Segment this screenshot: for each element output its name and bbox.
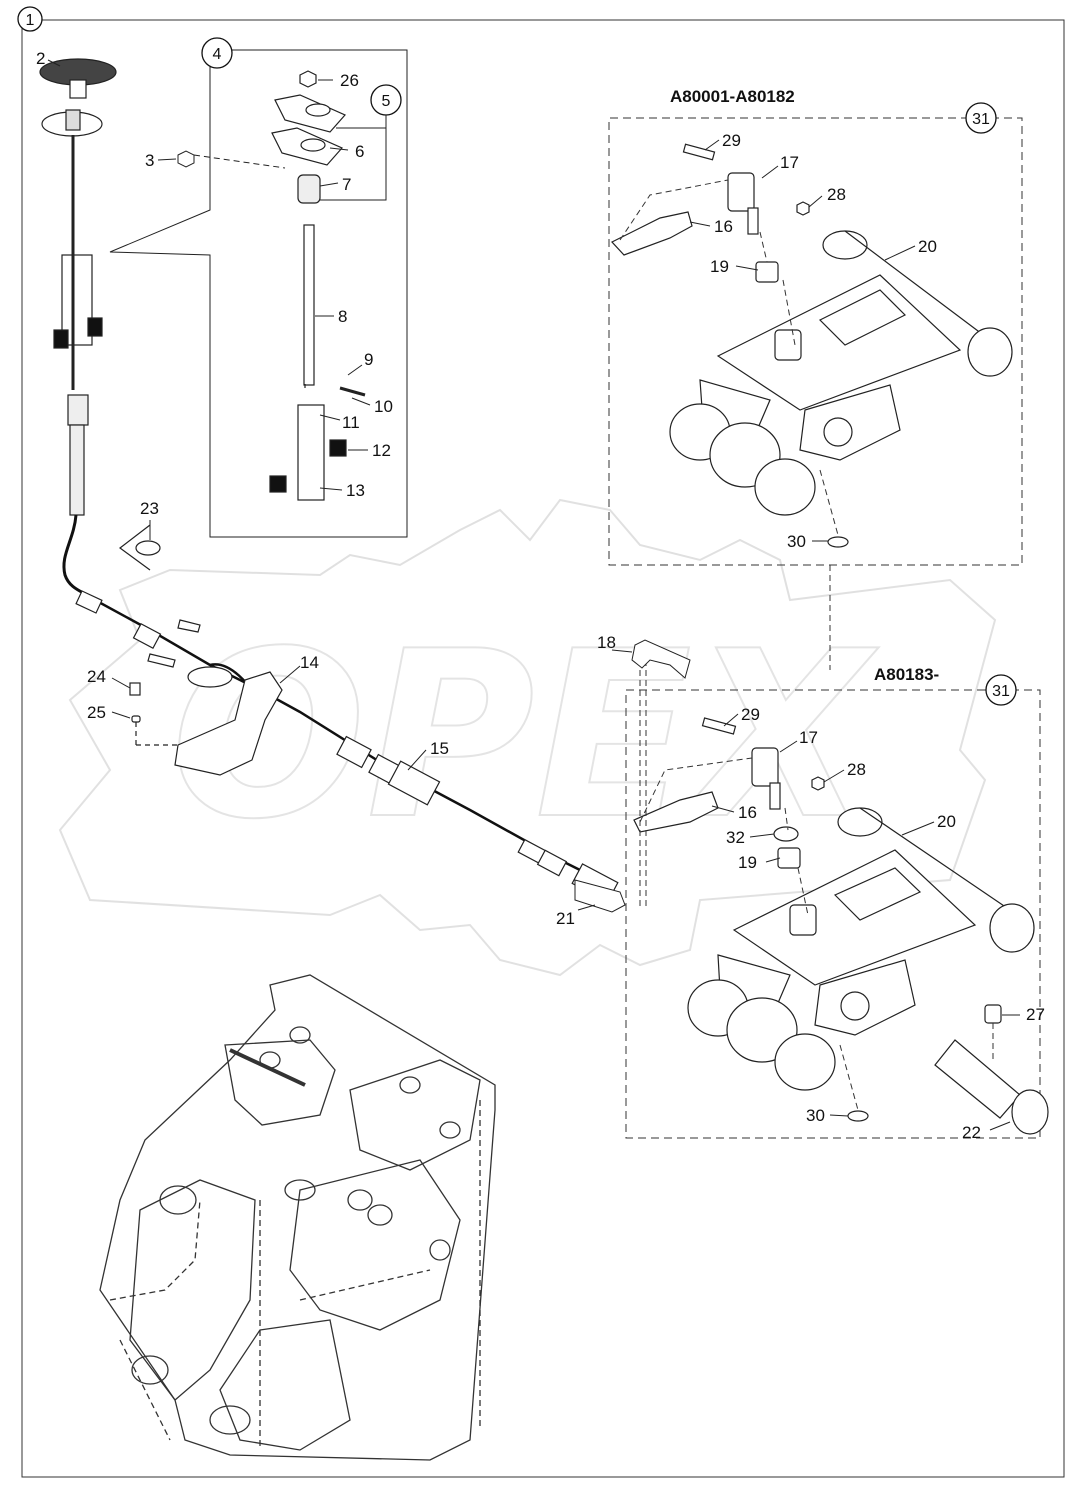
label-30-old: 30: [787, 532, 806, 551]
label-30-new: 30: [806, 1106, 825, 1125]
group-4-bracket: [109, 49, 408, 538]
label-29-new: 29: [741, 705, 760, 724]
label-6: 6: [355, 142, 364, 161]
diagram-frame: [21, 19, 1065, 1478]
assembly-old-dashed: [619, 179, 839, 670]
label-23: 23: [140, 499, 159, 518]
callout-31-new: 31: [985, 674, 1017, 706]
label-20-old: 20: [918, 237, 937, 256]
callout-31-old: 31: [965, 102, 997, 134]
svg-text:31: 31: [972, 111, 990, 128]
label-22: 22: [962, 1123, 981, 1142]
watermark-text: OPEX: [171, 603, 879, 870]
label-3: 3: [145, 151, 154, 170]
leader-lines: [47, 59, 1020, 1131]
svg-text:4: 4: [213, 46, 222, 63]
watermark: OPEX: [58, 498, 997, 977]
assembly-old-parts: [611, 143, 1013, 548]
serial-range-old: A80001-A80182: [670, 87, 795, 106]
label-14: 14: [300, 653, 319, 672]
assembly-new-parts: [633, 717, 1049, 1135]
label-27: 27: [1026, 1005, 1045, 1024]
tractor-frame: [99, 974, 496, 1461]
callout-main: 1: [17, 6, 43, 32]
cable-fittings: [75, 524, 619, 903]
label-9: 9: [364, 350, 373, 369]
label-11: 11: [342, 413, 360, 432]
label-21: 21: [556, 909, 575, 928]
nut-3: [177, 150, 286, 169]
clip-18: [631, 639, 691, 679]
label-19-old: 19: [710, 257, 729, 276]
clevis-21: [574, 879, 626, 913]
serial-range-new: A80183-: [874, 665, 939, 684]
label-24: 24: [87, 667, 106, 686]
label-8: 8: [338, 307, 347, 326]
label-18: 18: [597, 633, 616, 652]
label-17-old: 17: [780, 153, 799, 172]
label-12: 12: [372, 441, 391, 460]
label-28-old: 28: [827, 185, 846, 204]
label-28-new: 28: [847, 760, 866, 779]
knob-part: [39, 58, 117, 516]
svg-text:31: 31: [992, 683, 1010, 700]
svg-text:1: 1: [26, 12, 35, 29]
part-labels: 2 3 26 6 7 8 9 10 11 12 13 23 24 25 14 1…: [36, 49, 1045, 1142]
label-10: 10: [374, 397, 393, 416]
label-19-new: 19: [738, 853, 757, 872]
label-16-old: 16: [714, 217, 733, 236]
plates-6: [269, 70, 366, 501]
label-2: 2: [36, 49, 45, 68]
label-20-new: 20: [937, 812, 956, 831]
label-25: 25: [87, 703, 106, 722]
label-32-new: 32: [726, 828, 745, 847]
label-26: 26: [340, 71, 359, 90]
label-17-new: 17: [799, 728, 818, 747]
label-15: 15: [430, 739, 449, 758]
variant-old-box: [608, 117, 1023, 566]
svg-text:5: 5: [382, 93, 391, 110]
label-13: 13: [346, 481, 365, 500]
callout-4: 4: [201, 37, 233, 69]
variant-new-box: [625, 689, 1041, 1139]
label-29-old: 29: [722, 131, 741, 150]
label-16-new: 16: [738, 803, 757, 822]
label-7: 7: [342, 175, 351, 194]
assembly-new-dashed: [639, 660, 994, 1111]
callout-5: 5: [318, 84, 402, 201]
